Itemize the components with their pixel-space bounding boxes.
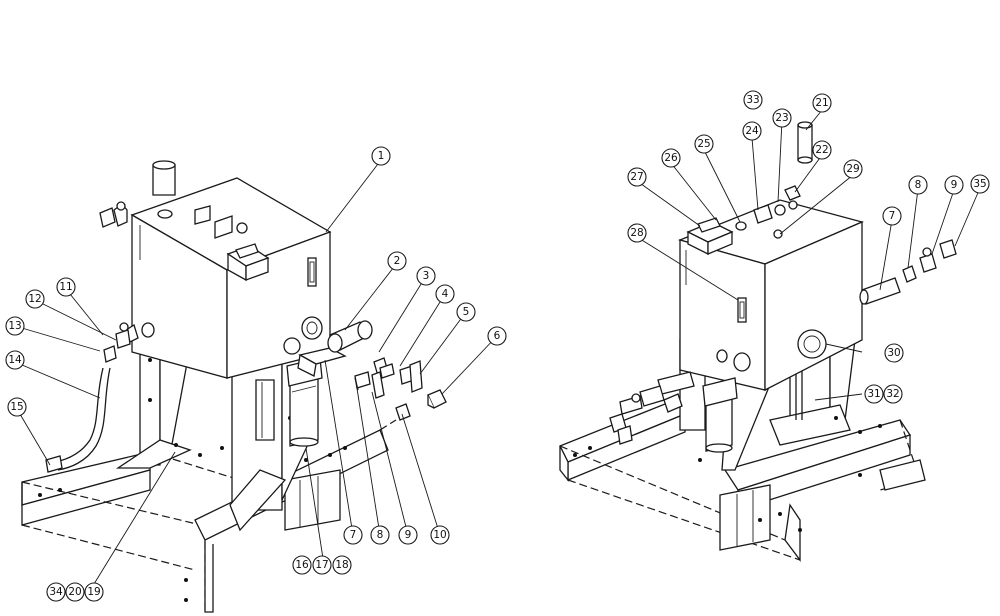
right-exploded-fittings xyxy=(797,121,957,305)
svg-text:19: 19 xyxy=(87,586,100,598)
svg-text:13: 13 xyxy=(8,320,21,332)
svg-text:30: 30 xyxy=(887,347,900,359)
callout-27: 27 xyxy=(627,167,647,187)
callout-9: 9 xyxy=(398,525,418,545)
svg-text:6: 6 xyxy=(494,330,501,342)
svg-text:15: 15 xyxy=(10,401,23,413)
svg-text:4: 4 xyxy=(442,288,449,300)
callout-17: 17 xyxy=(312,555,332,575)
callout-5: 5 xyxy=(456,302,476,322)
callout-3: 3 xyxy=(416,266,436,286)
svg-text:20: 20 xyxy=(68,586,81,598)
svg-text:3: 3 xyxy=(423,270,430,282)
left-callouts: 1 2 3 4 5 6 7 8 9 10 11 12 13 14 15 16 1… xyxy=(5,146,507,602)
callout-6: 6 xyxy=(487,326,507,346)
callout-32: 32 xyxy=(883,384,903,404)
svg-text:10: 10 xyxy=(433,529,446,541)
callout-31: 31 xyxy=(864,384,884,404)
svg-text:5: 5 xyxy=(463,306,470,318)
svg-text:9: 9 xyxy=(951,179,958,191)
callout-20: 20 xyxy=(65,582,85,602)
callout-13: 13 xyxy=(5,316,25,336)
svg-text:22: 22 xyxy=(815,144,828,156)
right-assembly: 21 22 23 33 24 25 26 27 28 29 8 9 35 7 3… xyxy=(559,90,990,562)
left-frame xyxy=(21,419,397,613)
callout-33: 33 xyxy=(743,90,763,110)
callout-29: 29 xyxy=(843,159,863,179)
callout-35: 35 xyxy=(970,174,990,194)
svg-text:23: 23 xyxy=(775,112,788,124)
left-assembly: 1 2 3 4 5 6 7 8 9 10 11 12 13 14 15 16 1… xyxy=(5,146,507,613)
callout-16: 16 xyxy=(292,555,312,575)
svg-text:34: 34 xyxy=(49,586,63,598)
svg-text:28: 28 xyxy=(630,227,643,239)
svg-text:7: 7 xyxy=(350,529,357,541)
svg-text:8: 8 xyxy=(377,529,384,541)
svg-text:9: 9 xyxy=(405,529,412,541)
svg-text:2: 2 xyxy=(394,255,401,267)
left-tank xyxy=(130,160,347,447)
svg-text:32: 32 xyxy=(886,388,899,400)
svg-text:31: 31 xyxy=(867,388,880,400)
svg-text:11: 11 xyxy=(59,281,72,293)
callout-9-right: 9 xyxy=(944,175,964,195)
svg-text:16: 16 xyxy=(295,559,309,571)
svg-text:7: 7 xyxy=(889,210,896,222)
callout-11: 11 xyxy=(56,277,76,297)
callout-26: 26 xyxy=(661,148,681,168)
callout-12: 12 xyxy=(25,289,45,309)
callout-34: 34 xyxy=(46,582,66,602)
svg-text:14: 14 xyxy=(8,354,22,366)
callout-25: 25 xyxy=(694,134,714,154)
svg-text:26: 26 xyxy=(664,152,678,164)
svg-text:29: 29 xyxy=(846,163,859,175)
left-leader-lines xyxy=(14,159,498,585)
callout-10: 10 xyxy=(430,525,450,545)
svg-text:8: 8 xyxy=(915,179,922,191)
callout-21: 21 xyxy=(812,93,832,113)
callout-7: 7 xyxy=(343,525,363,545)
callout-7-right: 7 xyxy=(882,206,902,226)
svg-text:33: 33 xyxy=(746,94,759,106)
callout-15: 15 xyxy=(7,397,27,417)
callout-14: 14 xyxy=(5,350,25,370)
svg-text:18: 18 xyxy=(335,559,348,571)
callout-23: 23 xyxy=(772,108,792,128)
callout-30: 30 xyxy=(884,343,904,363)
callout-1: 1 xyxy=(371,146,391,166)
left-hose-assembly xyxy=(45,201,139,473)
callout-19: 19 xyxy=(84,582,104,602)
right-callouts: 21 22 23 33 24 25 26 27 28 29 8 9 35 7 3… xyxy=(627,90,990,404)
callout-24: 24 xyxy=(742,121,762,141)
callout-8-right: 8 xyxy=(908,175,928,195)
callout-28: 28 xyxy=(627,223,647,243)
svg-text:21: 21 xyxy=(815,97,828,109)
right-frame xyxy=(559,399,926,562)
svg-text:25: 25 xyxy=(697,138,710,150)
svg-text:27: 27 xyxy=(630,171,643,183)
svg-text:17: 17 xyxy=(315,559,328,571)
right-tank xyxy=(609,185,864,453)
left-exploded-fittings xyxy=(327,320,447,421)
right-leader-lines xyxy=(636,109,981,401)
svg-text:24: 24 xyxy=(745,125,759,137)
callout-22: 22 xyxy=(812,140,832,160)
callout-2: 2 xyxy=(387,251,407,271)
callout-8: 8 xyxy=(370,525,390,545)
callout-18: 18 xyxy=(332,555,352,575)
svg-text:1: 1 xyxy=(378,150,385,162)
svg-text:35: 35 xyxy=(973,178,986,190)
callout-4: 4 xyxy=(435,284,455,304)
svg-text:12: 12 xyxy=(28,293,41,305)
